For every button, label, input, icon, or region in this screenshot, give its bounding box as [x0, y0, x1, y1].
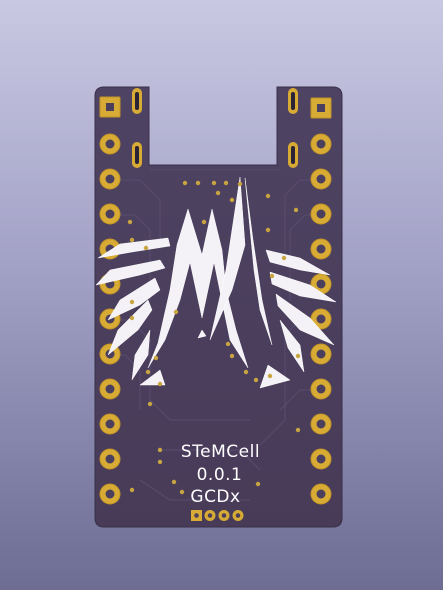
- board-version-label: 0.0.1: [196, 465, 243, 485]
- stylized-M-logo: [95, 176, 337, 389]
- vias: [127, 180, 301, 495]
- board-name-label: STeMCell: [180, 442, 261, 462]
- programming-header: [191, 510, 244, 521]
- usb-mounting-slots: [132, 88, 298, 168]
- board-maker-label: GCDx: [190, 487, 241, 507]
